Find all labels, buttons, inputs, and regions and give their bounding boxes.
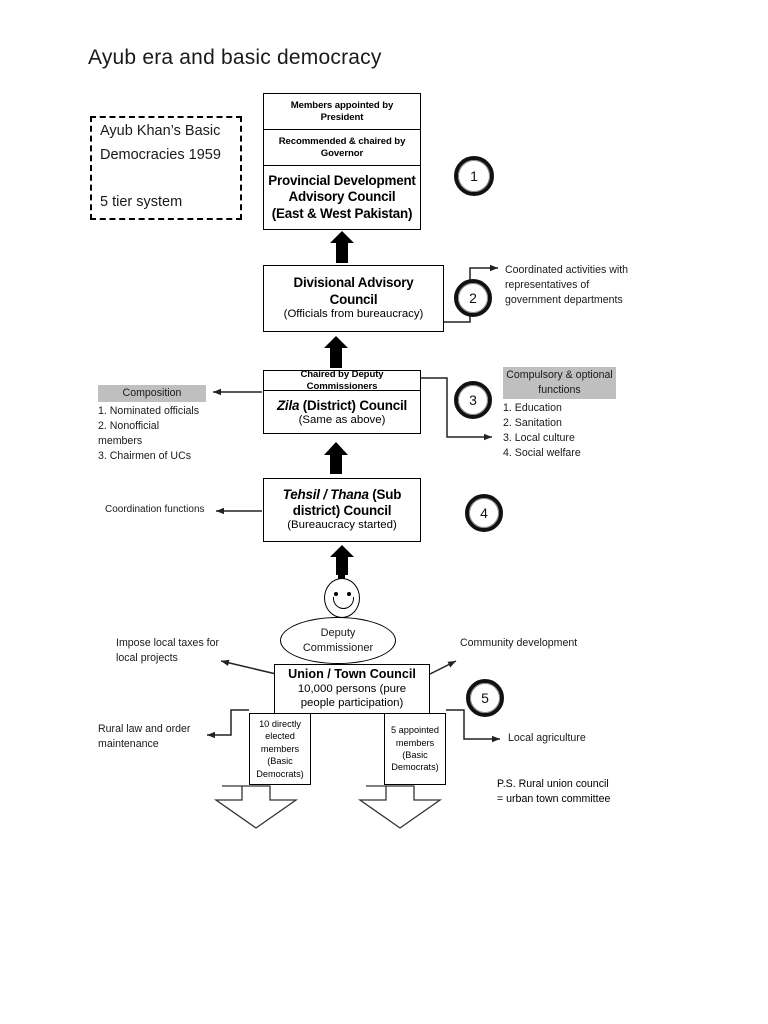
tehsil-title-line-1: Tehsil / Thana (Sub: [282, 486, 402, 503]
functions-item-3: 3. Local culture: [503, 432, 575, 445]
block-arrow-outline-left: [213, 785, 299, 829]
rural-law-order-label: Rural law and order maintenance: [98, 723, 191, 751]
elected-members-box: 10 directly elected members (Basic Democ…: [249, 713, 311, 785]
functions-note: Compulsory & optional functions 1. Educa…: [503, 367, 616, 461]
divisional-title-line-2: Council: [329, 291, 378, 307]
connector-elected-to-rural-law: [207, 709, 249, 739]
smiley-eye-right-icon: [347, 592, 351, 596]
union-council-title: Union / Town Council: [288, 667, 416, 682]
union-council-subtitle-line-1: 10,000 persons (pure: [297, 682, 407, 695]
tehsil-title-italic: Tehsil / Thana: [282, 486, 369, 502]
provincial-header-line-3: Recommended & chaired by: [278, 135, 406, 147]
coordinated-activities-note: Coordinated activities with representati…: [505, 264, 629, 307]
tehsil-council-box: Tehsil / Thana (Sub district) Council (B…: [263, 478, 421, 542]
divisional-council-box: Divisional Advisory Council (Officials f…: [263, 265, 444, 332]
block-arrow-divisional-to-provincial: [330, 231, 354, 263]
zila-subtitle: (Same as above): [298, 414, 386, 427]
functions-heading: Compulsory & optional functions: [503, 367, 616, 400]
zila-council-box: Chaired by Deputy Commissioners Zila (Di…: [263, 368, 421, 435]
deputy-commissioner-line-1: Deputy: [320, 627, 356, 640]
tier-number-4-label: 4: [469, 498, 499, 528]
zila-title-rest: (District) Council: [302, 397, 408, 413]
functions-item-1: 1. Education: [503, 402, 562, 415]
tehsil-council-content: Tehsil / Thana (Sub district) Council (B…: [264, 479, 420, 541]
impose-local-taxes-label: Impose local taxes for local projects: [116, 637, 220, 665]
zila-title: Zila (District) Council: [277, 398, 407, 414]
tier-number-3: 3: [454, 381, 492, 419]
provincial-council-box: Members appointed by President Recommend…: [263, 93, 421, 230]
provincial-title-line-2: Advisory Council: [288, 189, 396, 205]
tier-number-5: 5: [466, 679, 504, 717]
tehsil-subtitle: (Bureaucracy started): [287, 519, 397, 532]
composition-items: 1. Nominated officials 2. Nonofficial me…: [98, 404, 206, 464]
tier-number-1-label: 1: [458, 160, 490, 192]
smiley-eye-left-icon: [334, 592, 338, 596]
provincial-header-line-2: President: [320, 111, 364, 123]
provincial-header-appointed: Members appointed by President: [264, 94, 420, 130]
union-town-council-box: Union / Town Council 10,000 persons (pur…: [274, 664, 430, 714]
legend-line-3: 5 tier system: [100, 194, 183, 210]
composition-note: Composition 1. Nominated officials 2. No…: [98, 385, 206, 464]
zila-council-content: Zila (District) Council (Same as above): [264, 391, 420, 435]
provincial-header-governor: Recommended & chaired by Governor: [264, 130, 420, 166]
postscript-line-2: = urban town committee: [497, 793, 611, 806]
legend-line-2: Democracies 1959: [100, 147, 221, 163]
legend-box: Ayub Khan’s Basic Democracies 1959 5 tie…: [90, 116, 242, 220]
coordination-functions-label: Coordination functions: [105, 504, 205, 515]
tier-number-2: 2: [454, 279, 492, 317]
divisional-title-line-1: Divisional Advisory: [293, 275, 414, 291]
local-agriculture-label: Local agriculture: [508, 732, 586, 744]
deputy-commissioner-ellipse: Deputy Commissioner: [280, 617, 396, 664]
divisional-council-content: Divisional Advisory Council (Officials f…: [264, 266, 443, 331]
functions-item-2: 2. Sanitation: [503, 417, 562, 430]
provincial-council-title: Provincial Development Advisory Council …: [264, 166, 420, 229]
deputy-commissioner-line-2: Commissioner: [302, 641, 374, 654]
postscript-line-1: P.S. Rural union council: [497, 778, 609, 790]
page-title: Ayub era and basic democracy: [88, 46, 382, 69]
smiley-mouth-icon: [333, 597, 354, 609]
block-arrow-zila-to-divisional: [324, 336, 348, 368]
block-arrow-union-to-tehsil: [330, 545, 354, 575]
functions-item-4: 4. Social welfare: [503, 447, 581, 460]
tier-number-1: 1: [454, 156, 494, 196]
provincial-title-line-1: Provincial Development: [268, 172, 416, 188]
composition-heading: Composition: [98, 385, 206, 403]
block-arrow-outline-right: [357, 785, 443, 829]
connector-union-to-community-development: [429, 660, 457, 675]
appointed-members-box: 5 appointed members (Basic Democrats): [384, 713, 446, 785]
zila-title-italic: Zila: [276, 397, 300, 413]
divisional-subtitle: (Officials from bureaucracy): [283, 307, 424, 320]
zila-header: Chaired by Deputy Commissioners: [264, 368, 420, 392]
union-council-subtitle-line-2: people participation): [300, 696, 404, 709]
zila-header-label: Chaired by Deputy Commissioners: [300, 368, 384, 392]
functions-items: 1. Education 2. Sanitation 3. Local cult…: [503, 401, 616, 461]
composition-item-2: 2. Nonofficial members: [98, 420, 160, 448]
provincial-header-line-4: Governor: [320, 147, 364, 159]
tehsil-title-line-2: district) Council: [292, 503, 392, 519]
tehsil-title-rest: (Sub: [372, 486, 402, 502]
smiley-face-icon: [324, 578, 360, 618]
composition-item-1: 1. Nominated officials: [98, 405, 200, 418]
provincial-header-line-1: Members appointed by: [290, 99, 394, 111]
tier-number-3-label: 3: [458, 385, 488, 415]
union-council-content: Union / Town Council 10,000 persons (pur…: [275, 665, 429, 713]
tier-number-5-label: 5: [470, 683, 500, 713]
legend-line-1: Ayub Khan’s Basic: [100, 123, 221, 139]
postscript-note: P.S. Rural union council = urban town co…: [497, 777, 637, 808]
tier-number-2-label: 2: [458, 283, 488, 313]
tier-number-4: 4: [465, 494, 503, 532]
composition-item-3: 3. Chairmen of UCs: [98, 450, 192, 463]
community-development-label: Community development: [460, 637, 578, 649]
block-arrow-tehsil-to-zila: [324, 442, 348, 474]
provincial-title-line-3: (East & West Pakistan): [271, 205, 413, 221]
